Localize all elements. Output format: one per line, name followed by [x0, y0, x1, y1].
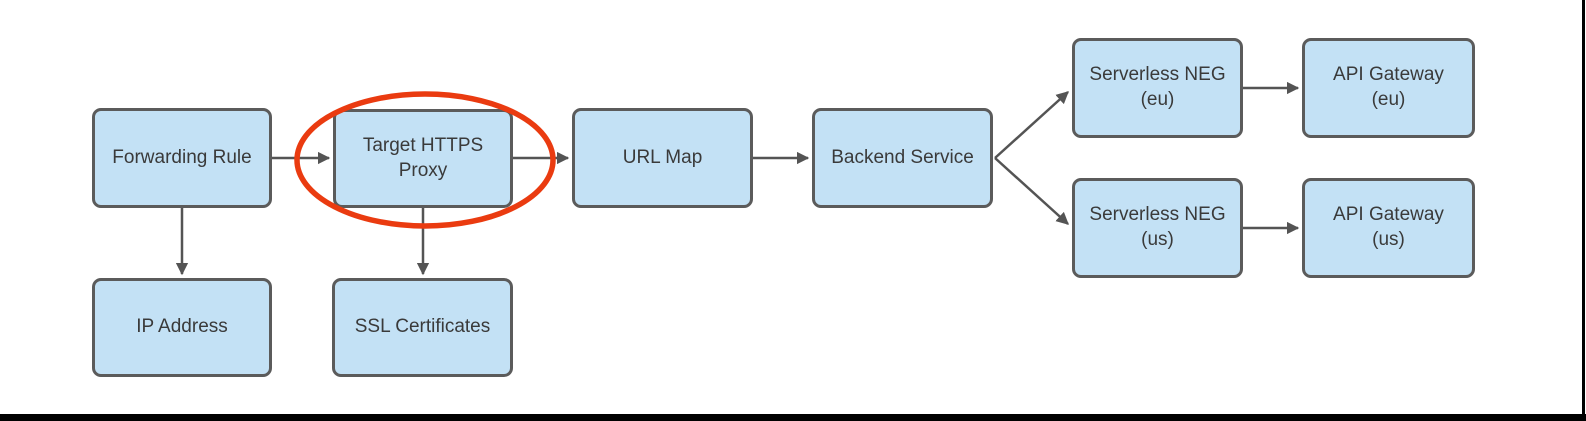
node-target-https-proxy: Target HTTPS Proxy	[333, 109, 513, 208]
node-url-map: URL Map	[572, 108, 753, 208]
node-api-gateway-eu: API Gateway (eu)	[1302, 38, 1475, 138]
node-serverless-neg-eu: Serverless NEG (eu)	[1072, 38, 1243, 138]
node-serverless-neg-us: Serverless NEG (us)	[1072, 178, 1243, 278]
node-ip-address: IP Address	[92, 278, 272, 377]
edge-backend-service-to-serverless-neg-eu	[994, 91, 1069, 159]
right-frame-edge	[1582, 0, 1585, 421]
node-ssl-certificates: SSL Certificates	[332, 278, 513, 377]
edge-backend-service-to-serverless-neg-us	[994, 157, 1069, 225]
node-forwarding-rule: Forwarding Rule	[92, 108, 272, 208]
bottom-frame-bar	[0, 414, 1586, 421]
node-api-gateway-us: API Gateway (us)	[1302, 178, 1475, 278]
node-backend-service: Backend Service	[812, 108, 993, 208]
